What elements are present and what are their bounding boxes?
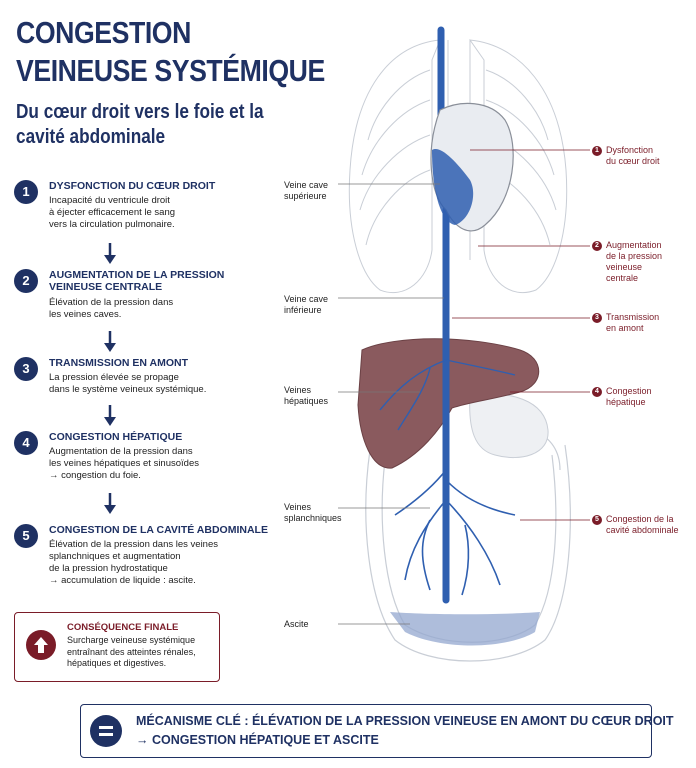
step-description: Augmentation de la pression dans les vei… — [49, 446, 199, 481]
ascites-fluid — [390, 612, 540, 646]
key-mechanism-box: MÉCANISME CLÉ : ÉLÉVATION DE LA PRESSION… — [80, 704, 674, 758]
step-heading: CONGESTION HÉPATIQUE — [49, 431, 183, 443]
right-label-number: 2 — [592, 241, 602, 251]
right-label-number: 4 — [592, 387, 602, 397]
consequence-heading: CONSÉQUENCE FINALE — [67, 622, 179, 633]
arrow-down-icon — [104, 405, 116, 426]
hepatic-veins — [379, 359, 516, 431]
step-number: 2 — [14, 269, 38, 293]
step-number: 5 — [14, 524, 38, 548]
step-heading: CONGESTION DE LA CAVITÉ ABDOMINALE — [49, 524, 268, 536]
step-number: 3 — [14, 357, 38, 381]
key-mechanism-line-2: → CONGESTION HÉPATIQUE ET ASCITE — [136, 733, 379, 747]
label-vena-cava-superior: Veine cave supérieure — [284, 180, 329, 201]
right-label-5: Congestion de la cavité abdominale — [606, 514, 679, 535]
label-splanchnic-veins: Veines splanchniques — [284, 502, 342, 523]
right-label-number: 3 — [592, 313, 602, 323]
step-description: La pression élevée se propage dans le sy… — [49, 372, 207, 395]
step-heading: TRANSMISSION EN AMONT — [49, 357, 189, 369]
label-vena-cava-inferior: Veine cave inférieure — [284, 294, 329, 315]
stomach — [469, 393, 549, 458]
right-label-3: Transmission en amont — [606, 312, 660, 333]
consequence-description: Surcharge veineuse systémique entraînant… — [67, 635, 196, 668]
consequence-box: CONSÉQUENCE FINALE Surcharge veineuse sy… — [14, 612, 220, 682]
right-heart — [432, 149, 474, 225]
splanchnic-veins — [394, 469, 516, 596]
arrow-up-icon — [26, 630, 56, 660]
leader-lines-right — [452, 149, 590, 521]
page-subtitle: Du cœur droit vers le foie et la cavité … — [16, 101, 264, 148]
right-label-4: Congestion hépatique — [606, 386, 652, 407]
key-mechanism-line-1: MÉCANISME CLÉ : ÉLÉVATION DE LA PRESSION… — [136, 714, 674, 728]
step-number: 1 — [14, 180, 38, 204]
arrow-down-icon — [104, 493, 116, 514]
step-heading: AUGMENTATION DE LA PRESSION VEINEUSE CEN… — [49, 269, 225, 293]
step-description: Élévation de la pression dans les veines… — [49, 539, 218, 586]
step-description: Incapacité du ventricule droit à éjecter… — [49, 195, 176, 230]
leader-lines-left — [338, 183, 444, 625]
step-description: Élévation de la pression dans les veines… — [49, 297, 174, 320]
right-label-number: 5 — [592, 515, 602, 525]
right-label-1: Dysfonction du cœur droit — [606, 145, 660, 166]
label-ascites: Ascite — [284, 619, 309, 629]
arrow-down-icon — [104, 331, 116, 352]
arrow-down-icon — [104, 243, 116, 264]
equals-icon — [90, 715, 122, 747]
step-heading: DYSFONCTION DU CŒUR DROIT — [49, 180, 216, 192]
right-label-number: 1 — [592, 146, 602, 156]
right-label-2: Augmentation de la pression veineuse cen… — [606, 240, 663, 283]
anatomy-illustration — [338, 26, 590, 662]
label-hepatic-veins: Veines hépatiques — [284, 385, 329, 406]
page-title: CONGESTION VEINEUSE SYSTÉMIQUE — [16, 15, 325, 88]
step-number: 4 — [14, 431, 38, 455]
